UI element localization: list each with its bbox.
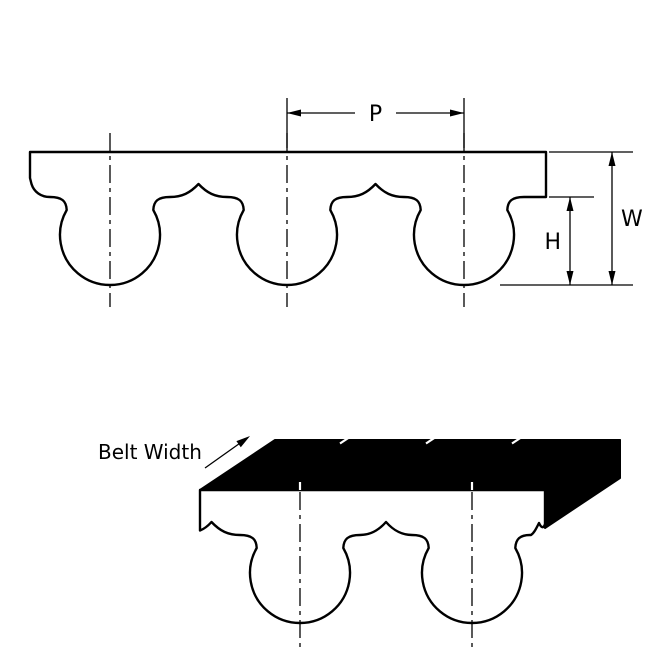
top-face-tick	[511, 435, 523, 445]
arrowhead-up	[608, 152, 616, 166]
thickness-label: W	[621, 207, 643, 232]
arrowhead-left	[287, 109, 301, 117]
arrowhead-down	[566, 271, 574, 285]
tooth-height-label: H	[544, 230, 561, 255]
pitch-dimension: P	[286, 98, 465, 148]
arrowhead-belt-width	[236, 436, 250, 448]
belt-front-profile	[198, 488, 547, 625]
profile-view: P W H	[28, 98, 643, 307]
arrowhead-right	[450, 109, 464, 117]
height-dimension: H	[544, 196, 594, 285]
belt-width-arrow-line	[204, 440, 244, 469]
belt-width-annotation: Belt Width	[98, 436, 250, 469]
width-dimension: W	[500, 151, 643, 286]
pitch-label: P	[369, 102, 382, 127]
arrowhead-up	[566, 197, 574, 211]
top-face-tick	[425, 435, 437, 445]
top-face-tick	[339, 435, 351, 445]
arrowhead-down	[608, 271, 616, 285]
isometric-view: Belt Width	[98, 435, 621, 648]
belt-width-label: Belt Width	[98, 440, 202, 464]
belt-profile-outline	[28, 150, 548, 287]
